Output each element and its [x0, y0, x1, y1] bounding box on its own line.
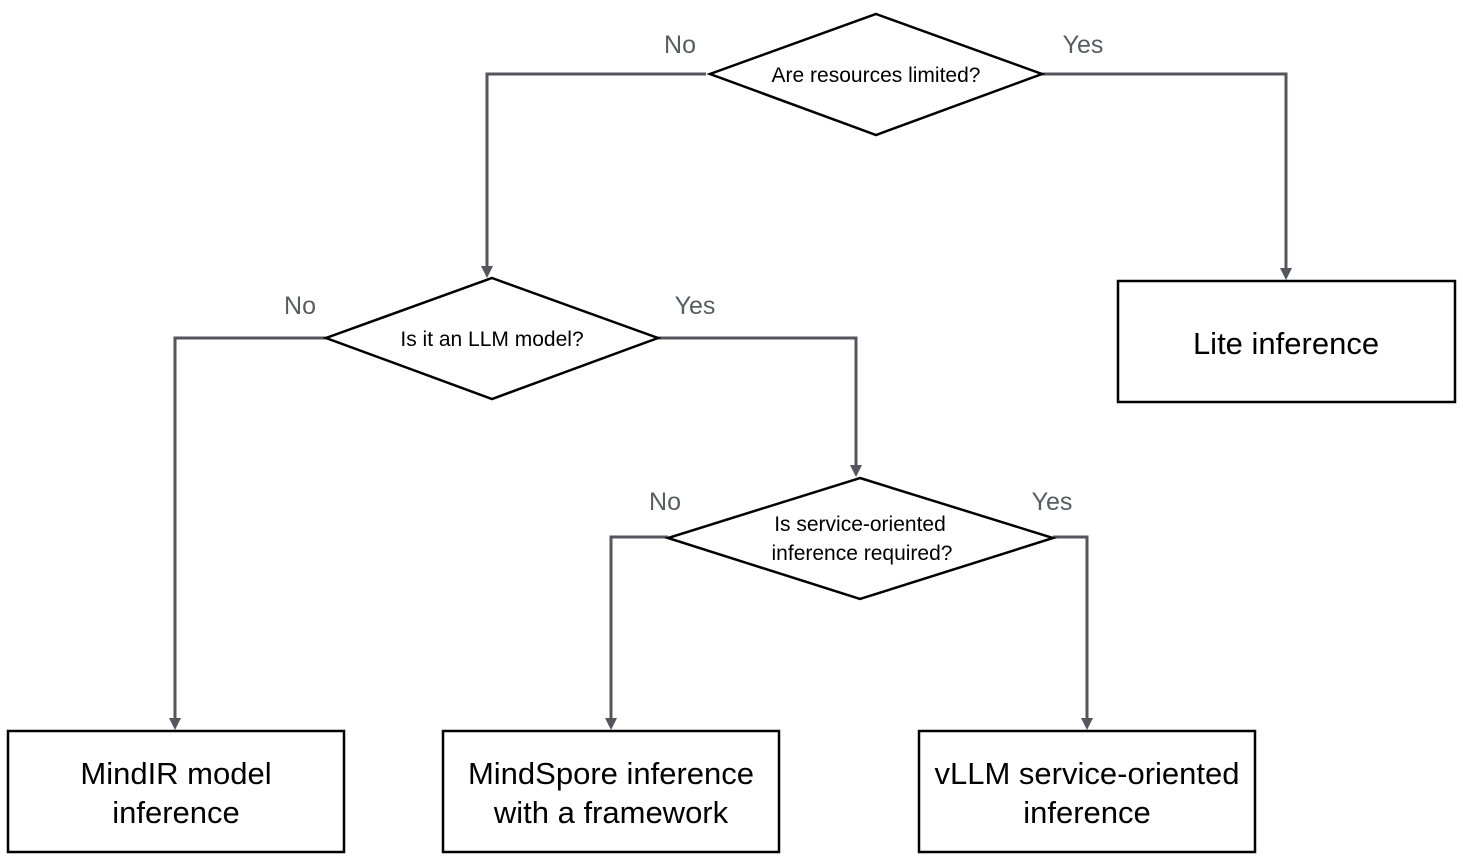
- edge-label-service-yes: Yes: [1032, 488, 1073, 516]
- edge-label-resources-yes: Yes: [1063, 31, 1104, 59]
- outcome-box: [1116, 279, 1457, 404]
- decision-question-line-1: Is service-oriented: [774, 513, 946, 536]
- decision-question: Is it an LLM model?: [400, 328, 583, 351]
- outcome-label-line-1: MindIR model: [80, 756, 271, 791]
- connector-llm-yes: [658, 336, 858, 467]
- edge-label-llm-yes: Yes: [675, 292, 716, 320]
- connector-resources-yes: [1042, 72, 1288, 270]
- decision-service-oriented: Is service-oriented inference required?: [663, 476, 1058, 601]
- outcome-box: [6, 729, 346, 854]
- connector-service-yes: [1053, 535, 1089, 720]
- decision-question: Are resources limited?: [772, 64, 981, 87]
- arrowhead-resources-no: [481, 266, 493, 278]
- arrowhead-llm-no: [169, 718, 181, 730]
- outcome-label-line-1: vLLM service-oriented: [935, 756, 1240, 791]
- decision-diamond: [663, 476, 1058, 601]
- outcome-box: [441, 729, 781, 854]
- outcome-label-line-2: inference: [1023, 795, 1151, 830]
- outcome-box: [917, 729, 1257, 854]
- edge-label-service-no: No: [649, 488, 681, 516]
- arrowhead-service-no: [605, 718, 617, 730]
- connectors: [169, 72, 1292, 730]
- decision-question-line-2: inference required?: [772, 542, 953, 565]
- arrowhead-service-yes: [1081, 718, 1093, 730]
- outcome-label-line-2: inference: [112, 795, 240, 830]
- decision-llm-model: Is it an LLM model?: [322, 276, 662, 401]
- outcome-label-line-2: with a framework: [493, 795, 729, 830]
- outcome-mindir-inference: MindIR model inference: [6, 729, 346, 854]
- outcome-mindspore-inference: MindSpore inference with a framework: [441, 729, 781, 854]
- outcome-label: Lite inference: [1193, 326, 1379, 361]
- connector-llm-no: [173, 336, 326, 720]
- edge-labels: No Yes No Yes No Yes: [284, 31, 1103, 516]
- edge-label-resources-no: No: [664, 31, 696, 59]
- decision-resources-limited: Are resources limited?: [706, 12, 1046, 137]
- outcome-label-line-1: MindSpore inference: [468, 756, 754, 791]
- decision-diamond: [322, 276, 662, 401]
- arrowhead-resources-yes: [1280, 268, 1292, 280]
- outcome-vllm-inference: vLLM service-oriented inference: [917, 729, 1257, 854]
- edge-label-llm-no: No: [284, 292, 316, 320]
- connector-service-no: [609, 535, 668, 720]
- arrowhead-llm-yes: [850, 465, 862, 477]
- decision-diamond: [706, 12, 1046, 137]
- connector-resources-no: [485, 72, 706, 268]
- outcome-lite-inference: Lite inference: [1116, 279, 1457, 404]
